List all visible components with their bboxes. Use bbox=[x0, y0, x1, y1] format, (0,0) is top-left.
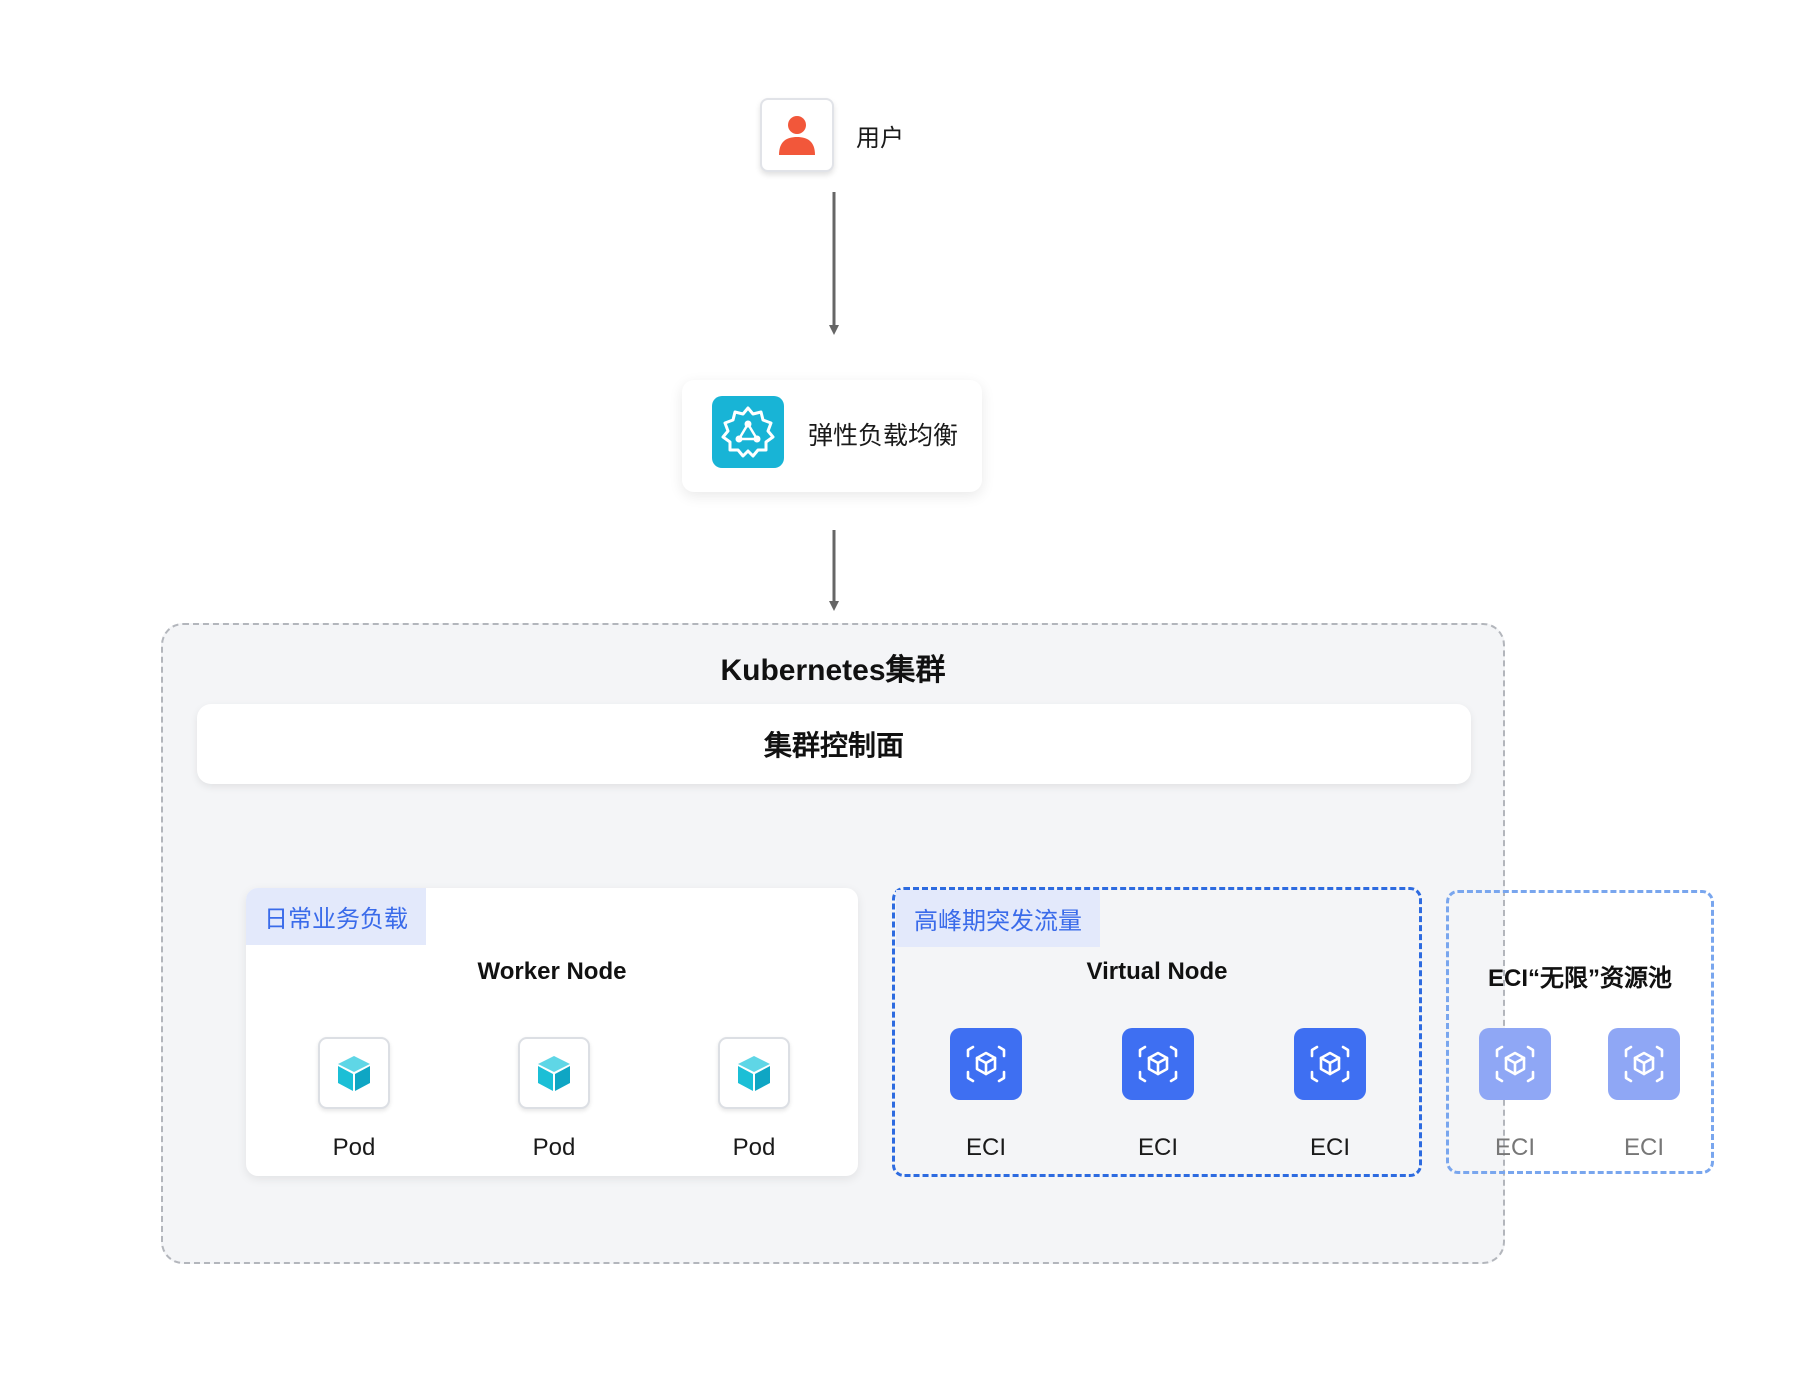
eci-pool-icon bbox=[1608, 1028, 1680, 1100]
eci-label: ECI bbox=[1309, 1134, 1350, 1161]
pod-label: Pod bbox=[532, 1134, 576, 1161]
user-icon bbox=[779, 116, 815, 155]
eci-pool-title: ECI“无限”资源池 bbox=[1487, 965, 1672, 992]
pod-label: Pod bbox=[732, 1134, 776, 1161]
pod-icon bbox=[318, 1037, 390, 1109]
load-balancer-icon bbox=[712, 396, 784, 468]
eci-pool-label: ECI bbox=[1623, 1134, 1664, 1161]
cluster-title: Kubernetes集群 bbox=[720, 654, 946, 687]
eci-pool-card bbox=[1446, 890, 1714, 1174]
worker-workload-tag: 日常业务负载 bbox=[246, 888, 426, 945]
pod-icon bbox=[718, 1037, 790, 1109]
eci-icon bbox=[1294, 1028, 1366, 1100]
eci-pool-label: ECI bbox=[1494, 1134, 1535, 1161]
eci-pool-icon bbox=[1479, 1028, 1551, 1100]
virtual-workload-tag: 高峰期突发流量 bbox=[896, 890, 1100, 947]
load-balancer-label: 弹性负载均衡 bbox=[808, 422, 959, 450]
virtual-node-card bbox=[892, 887, 1422, 1177]
pod-label: Pod bbox=[332, 1134, 376, 1161]
user-label: 用户 bbox=[856, 125, 904, 152]
eci-label: ECI bbox=[1137, 1134, 1178, 1161]
eci-label: ECI bbox=[965, 1134, 1006, 1161]
virtual-node-title: Virtual Node bbox=[1086, 958, 1228, 985]
eci-icon bbox=[950, 1028, 1022, 1100]
control-plane: 集群控制面 bbox=[197, 704, 1471, 784]
worker-node-title: Worker Node bbox=[477, 958, 627, 985]
eci-icon bbox=[1122, 1028, 1194, 1100]
user-node bbox=[760, 98, 834, 172]
pod-icon bbox=[518, 1037, 590, 1109]
